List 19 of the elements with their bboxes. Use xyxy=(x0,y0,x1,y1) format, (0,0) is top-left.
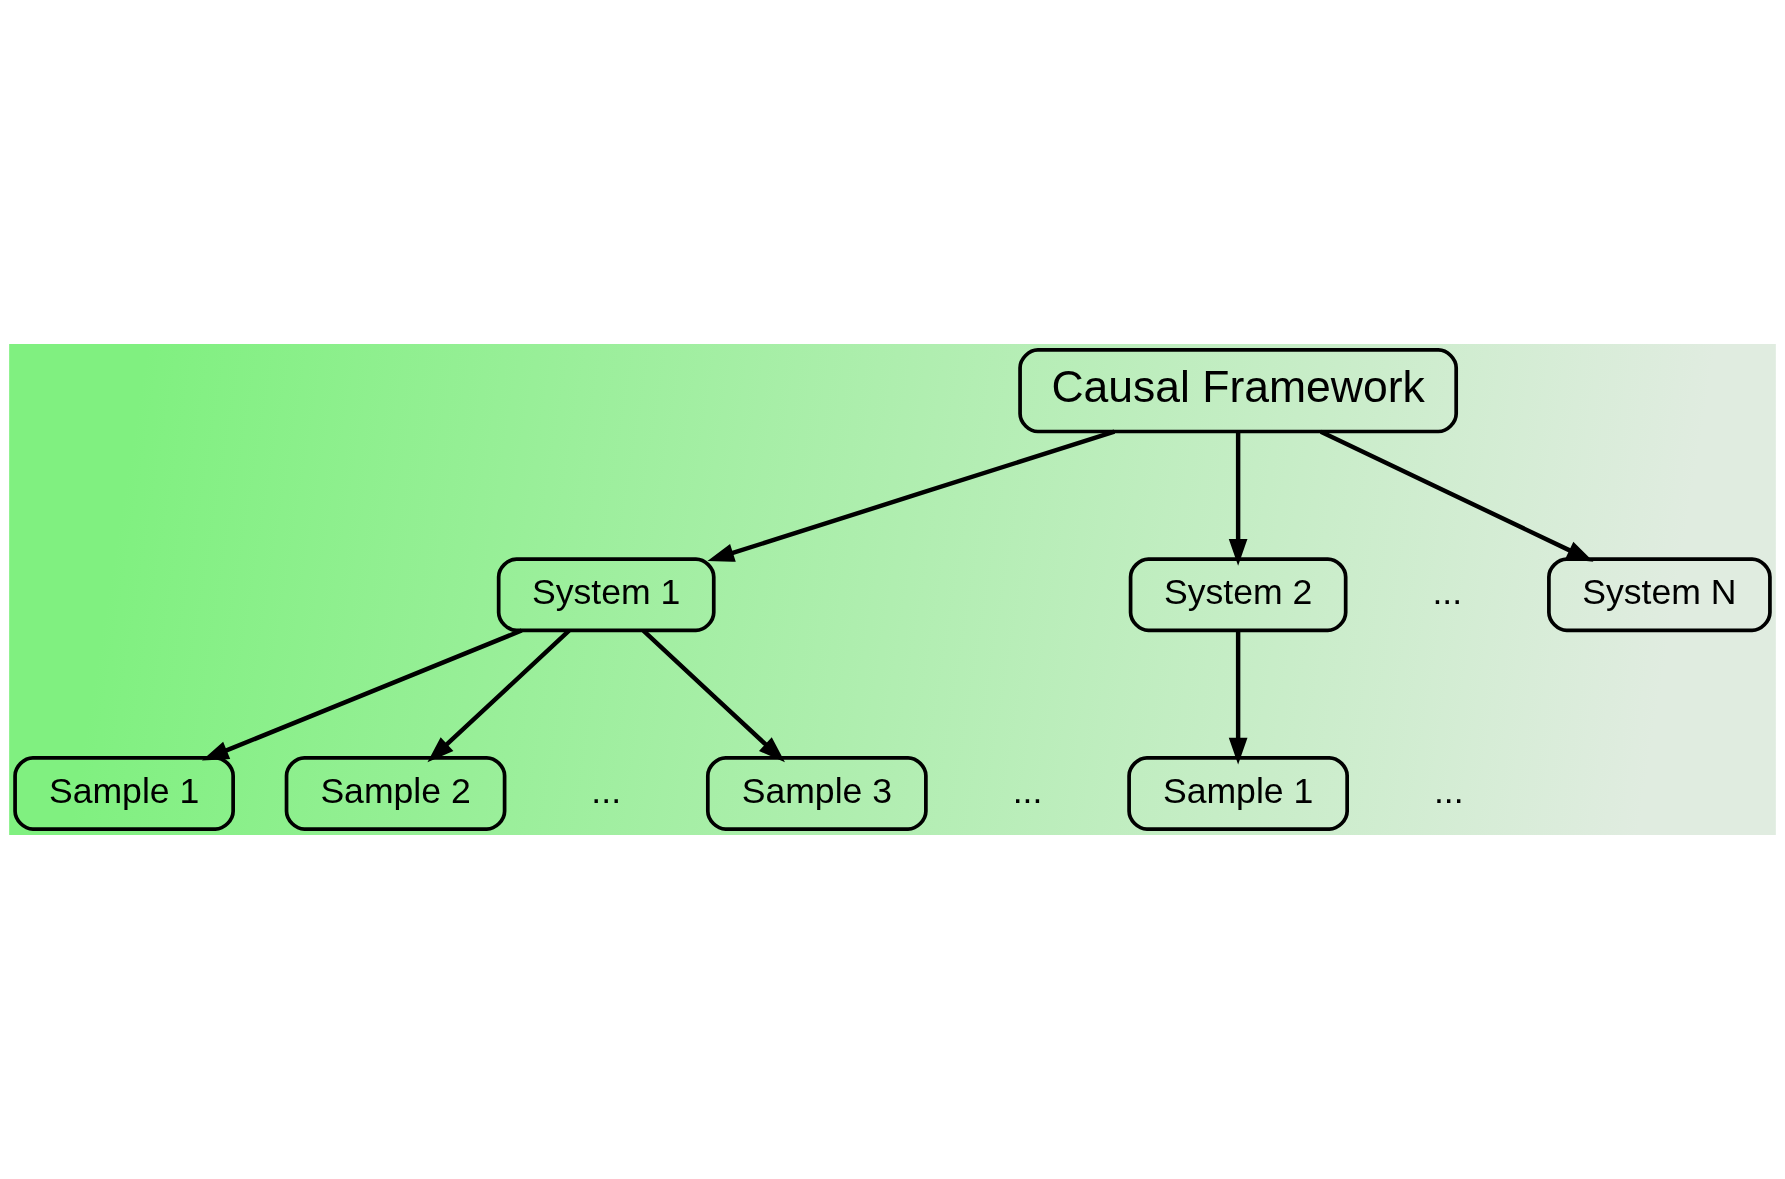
arrow xyxy=(201,628,523,761)
arrow xyxy=(641,629,785,763)
arrow xyxy=(427,629,571,763)
label: ... xyxy=(1433,770,1464,811)
arrow xyxy=(707,429,1116,562)
node-box: System 2 xyxy=(1128,557,1348,633)
node-box: Sample 1 xyxy=(13,756,235,831)
arrow xyxy=(1228,431,1248,566)
label: ... xyxy=(1432,571,1463,612)
arrow xyxy=(1319,429,1594,562)
node-box: Causal Framework xyxy=(1018,348,1459,434)
node-box: Sample 3 xyxy=(705,756,928,831)
label: ... xyxy=(1012,770,1043,811)
node-box: System 1 xyxy=(496,557,716,633)
node-box: Sample 1 xyxy=(1127,756,1349,831)
label: ... xyxy=(591,770,622,811)
arrow xyxy=(1228,630,1248,765)
node-box: Sample 2 xyxy=(284,756,507,831)
node-box: System N xyxy=(1547,557,1772,633)
